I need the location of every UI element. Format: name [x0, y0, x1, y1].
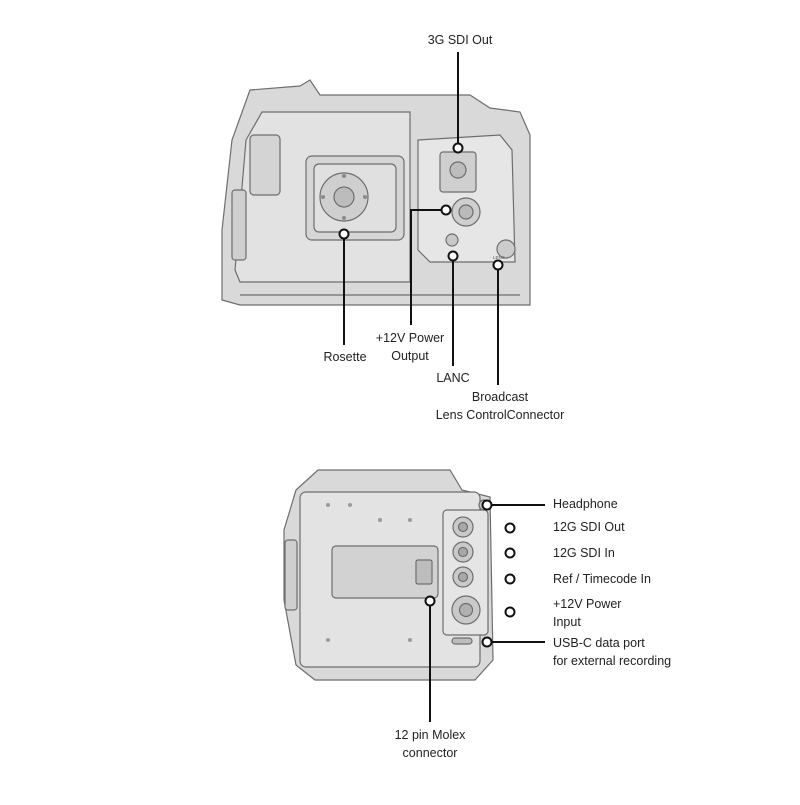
dot-reftc: [504, 573, 516, 585]
molex-plate: [331, 545, 439, 599]
label-lanc: LANC: [436, 371, 470, 385]
label-sdi12in: 12G SDI In: [553, 546, 615, 560]
label-headphone: Headphone: [553, 497, 618, 511]
camera-side-view: [221, 79, 531, 306]
callout-dots: [338, 142, 516, 648]
dot-lanc: [447, 250, 459, 262]
label-power12out: +12V Power Output: [375, 331, 445, 363]
label-power12in: +12V Power Input: [553, 597, 622, 629]
molex-connector: [415, 559, 433, 585]
label-usbc: USB-C data port for external recording: [553, 636, 672, 668]
label-sdi3g: 3G SDI Out: [427, 33, 493, 47]
label-sdi12out: 12G SDI Out: [553, 520, 625, 534]
dot-sdi3g: [452, 142, 464, 154]
dot-power12out: [440, 204, 452, 216]
broadcast-connector: [496, 239, 516, 259]
label-reftc: Ref / Timecode In: [553, 572, 651, 586]
label-molex: 12 pin Molex connector: [394, 728, 466, 760]
dot-sdi12out: [504, 522, 516, 534]
usbc-port: [451, 637, 473, 645]
leader-lines: [343, 52, 545, 722]
dot-usbc: [481, 636, 493, 648]
label-rosette: Rosette: [323, 350, 367, 364]
dot-broadcast: [492, 259, 504, 271]
dot-molex: [424, 595, 436, 607]
dot-rosette: [338, 228, 350, 240]
lens-marking: LENS: [493, 255, 505, 260]
lanc-port: [445, 233, 459, 247]
dot-headphone: [481, 499, 493, 511]
leader-power12out: [410, 209, 441, 325]
dot-sdi12in: [504, 547, 516, 559]
label-broadcast: Broadcast Lens ControlConnector: [435, 390, 565, 422]
camera-rear-view: [283, 469, 494, 681]
dot-power12in: [504, 606, 516, 618]
